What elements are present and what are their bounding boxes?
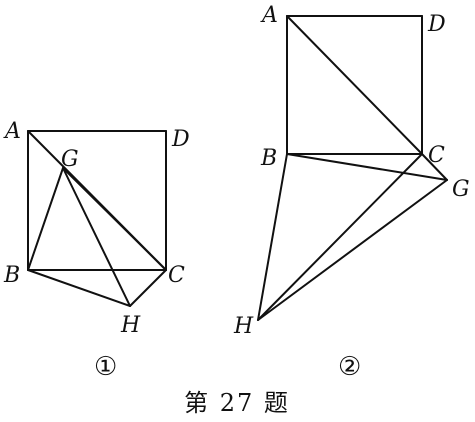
fig1-label-D: D bbox=[171, 127, 190, 152]
segment-GH bbox=[62, 167, 131, 307]
fig2-label-H: H bbox=[233, 314, 254, 339]
segment-GC bbox=[62, 167, 167, 271]
fig1-label-B: B bbox=[3, 263, 20, 288]
figure-1-label: ① bbox=[94, 352, 117, 382]
fig2-label-A: A bbox=[260, 3, 278, 28]
segment-GH bbox=[257, 179, 448, 321]
segment-CH bbox=[129, 269, 167, 307]
figure-1: A D B C G H ① bbox=[3, 119, 190, 382]
caption: 第 27 题 bbox=[184, 389, 290, 417]
segment-CG bbox=[421, 153, 448, 181]
segment-BH bbox=[257, 153, 288, 321]
segment-BH bbox=[27, 269, 131, 307]
fig1-label-H: H bbox=[120, 313, 141, 338]
segment-AC bbox=[286, 15, 423, 155]
figure-2: A D B C G H ② bbox=[233, 3, 470, 382]
segment-BG bbox=[286, 153, 448, 181]
segment-CH bbox=[257, 153, 423, 321]
fig1-label-C: C bbox=[168, 263, 185, 288]
fig2-label-G: G bbox=[452, 177, 470, 202]
figure-2-label: ② bbox=[338, 352, 361, 382]
fig2-label-D: D bbox=[427, 12, 446, 37]
segment-BG bbox=[27, 167, 64, 271]
fig1-label-G: G bbox=[61, 147, 79, 172]
fig2-label-C: C bbox=[428, 143, 445, 168]
fig2-label-B: B bbox=[260, 146, 277, 171]
fig1-label-A: A bbox=[3, 119, 21, 144]
